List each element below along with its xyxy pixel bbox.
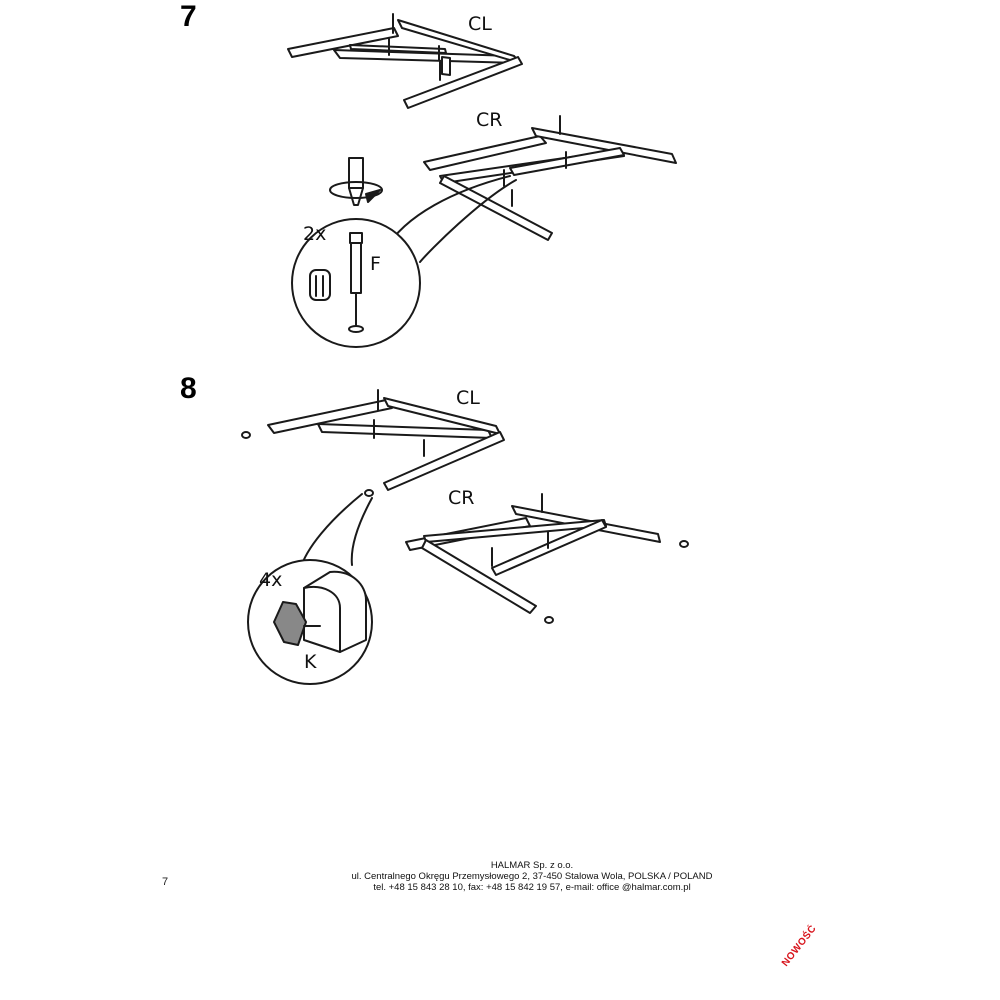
step8-frame-cl: CL [241,387,505,497]
felt-pad-icon [364,489,374,497]
step7-frame-cr: CR [423,109,677,241]
step-7-number: 7 [180,0,197,33]
quantity-label: 2x [303,223,326,245]
felt-pad-icon [241,431,251,439]
step-8-number: 8 [180,372,197,405]
frame-label-cr: CR [448,487,474,509]
bolt-icon [350,242,362,294]
quantity-label: 4x [259,569,282,591]
screwdriver-icon [348,157,364,189]
footer-address: ul. Centralnego Okręgu Przemysłowego 2, … [351,871,713,882]
step7-frame-cl: CL [287,13,523,109]
rail [349,44,447,54]
rail [383,431,505,491]
felt-pad-icon [544,616,554,624]
felt-pad-icon [679,540,689,548]
bolt-icon [349,232,363,244]
step8-frame-cr: CR [405,487,689,624]
part-label-f: F [370,253,381,275]
rail [439,175,553,241]
callout-line [419,179,517,263]
felt-pad-icon [273,601,307,646]
rail [421,539,537,614]
rotate-clockwise-icon [329,181,383,199]
callout-line [350,497,373,566]
rail-end [441,56,451,76]
dowel-icon [309,269,331,301]
footer-company: HALMAR Sp. z o.o. [490,860,574,871]
leg-end-icon [303,570,367,653]
step8-detail-callout: 4x K [247,493,373,685]
bolt-icon [348,325,364,333]
rail [531,127,677,164]
step7-detail-callout: 2x F [291,157,517,348]
rotate-clockwise-icon [365,189,381,203]
page-number: 7 [162,876,169,888]
frame-label-cl: CL [456,387,480,409]
rail [423,135,547,171]
leg-end-icon [303,586,341,653]
footer-contact: tel. +48 15 843 28 10, fax: +48 15 842 1… [373,882,691,893]
frame-label-cr: CR [476,109,502,131]
part-label-k: K [304,651,317,673]
footer: HALMAR Sp. z o.o. ul. Centralnego Okręgu… [0,860,1000,893]
screwdriver-icon [348,187,364,206]
rail [287,27,399,58]
rail [403,56,523,109]
frame-label-cl: CL [468,13,492,35]
